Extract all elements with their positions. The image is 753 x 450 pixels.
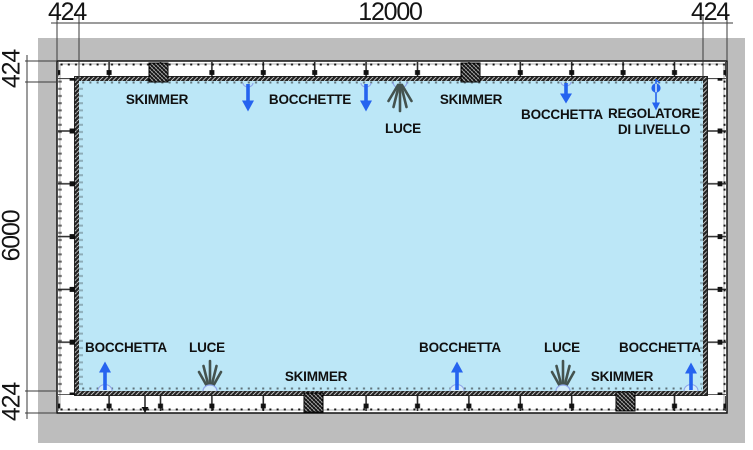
inlet-arrow-down-icon — [560, 81, 572, 104]
label-skimmer-bottom-2: SKIMMER — [590, 369, 654, 384]
skimmer-box-icon — [303, 392, 324, 413]
label-regolatore-line2: DI LIVELLO — [617, 122, 691, 137]
pool-water — [79, 81, 703, 391]
label-skimmer-top-2: SKIMMER — [439, 92, 503, 107]
dim-top-right: 424 — [690, 0, 730, 26]
label-luce-bottom-1: LUCE — [189, 340, 225, 355]
inlet-arrow-up-icon — [683, 362, 699, 392]
label-regolatore: REGOLATORE DI LIVELLO — [608, 106, 700, 138]
label-bocchetta-bottom-3: BOCCHETTA — [619, 340, 701, 355]
skimmer-box-icon — [148, 62, 169, 83]
label-luce-top: LUCE — [385, 121, 421, 136]
pool-basin — [74, 76, 708, 396]
inlet-arrow-down-icon — [242, 82, 254, 112]
drain-arrow-icon — [141, 396, 149, 413]
inlet-arrow-up-icon — [449, 361, 465, 392]
label-bocchetta-bottom-1: BOCCHETTA — [85, 340, 167, 355]
level-regulator-icon — [651, 79, 661, 111]
inlet-arrow-down-icon — [360, 82, 372, 112]
skimmer-box-icon — [615, 391, 636, 412]
label-regolatore-line1: REGOLATORE — [607, 106, 701, 121]
skimmer-boxes — [148, 62, 636, 413]
light-rays-icon — [197, 359, 223, 392]
inlet-arrow-up-icon — [97, 361, 113, 392]
dim-top-left: 424 — [47, 0, 87, 26]
skimmer-box-icon — [460, 62, 481, 83]
label-bocchette-top: BOCCHETTE — [268, 92, 352, 107]
light-rays-icon — [387, 81, 413, 113]
label-skimmer-bottom-1: SKIMMER — [284, 369, 348, 384]
dim-left-center: 6000 — [0, 210, 26, 262]
dimension-lines — [25, 15, 733, 419]
label-bocchetta-top: BOCCHETTA — [521, 107, 603, 122]
label-luce-bottom-2: LUCE — [544, 340, 580, 355]
dim-left-top: 424 — [0, 49, 26, 89]
dim-left-bottom: 424 — [0, 382, 26, 422]
light-rays-icon — [550, 359, 576, 392]
label-skimmer-top-1: SKIMMER — [125, 92, 189, 107]
label-bocchetta-bottom-2: BOCCHETTA — [419, 340, 501, 355]
dim-top-center: 12000 — [358, 0, 423, 26]
